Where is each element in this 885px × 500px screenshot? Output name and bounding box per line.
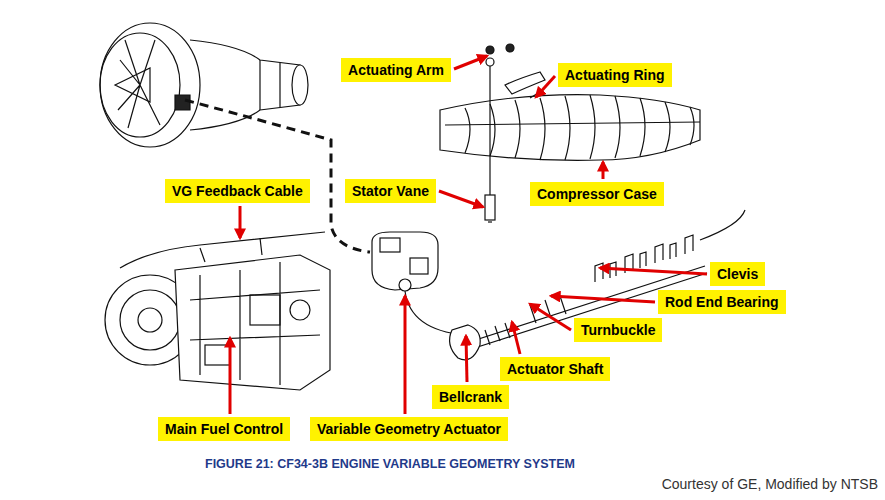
callout-label: Rod End Bearing — [665, 293, 779, 311]
callout-label: Bellcrank — [439, 388, 502, 406]
leader-arrow — [239, 206, 242, 238]
engine-drawing — [100, 23, 745, 390]
leader-arrow — [512, 322, 520, 354]
callout-label: Actuating Ring — [565, 66, 665, 84]
figure-caption: FIGURE 21: CF34-3B ENGINE VARIABLE GEOME… — [205, 457, 575, 471]
leader-arrow — [466, 336, 467, 382]
callout-label: Stator Vane — [352, 182, 429, 200]
callout-label: Clevis — [717, 265, 758, 283]
callout-label: Variable Geometry Actuator — [317, 420, 501, 438]
callout-label: Actuator Shaft — [507, 360, 603, 378]
callout-box: Clevis — [710, 262, 765, 286]
leader-lines — [230, 56, 707, 414]
callout-box: VG Feedback Cable — [165, 179, 310, 203]
leader-arrow — [454, 56, 487, 69]
leader-arrow — [551, 296, 655, 302]
leader-arrow — [602, 162, 605, 179]
callout-box: Compressor Case — [530, 182, 664, 206]
callout-box: Variable Geometry Actuator — [310, 417, 508, 441]
dashed-link — [185, 100, 370, 252]
callout-label: VG Feedback Cable — [172, 182, 303, 200]
callout-box: Stator Vane — [345, 179, 436, 203]
callout-box: Rod End Bearing — [658, 290, 786, 314]
callout-box: Turnbuckle — [574, 318, 662, 342]
callout-box: Main Fuel Control — [158, 417, 290, 441]
leader-arrow — [229, 338, 232, 414]
callout-box: Actuator Shaft — [500, 357, 610, 381]
callout-label: Main Fuel Control — [165, 420, 283, 438]
leader-arrow — [404, 296, 407, 414]
leader-arrow — [439, 191, 483, 207]
credit-note: Courtesy of GE, Modified by NTSB — [662, 476, 878, 492]
leader-arrow — [536, 76, 555, 97]
callout-label: Compressor Case — [537, 185, 657, 203]
callout-label: Actuating Arm — [348, 61, 444, 79]
callout-box: Actuating Ring — [558, 63, 672, 87]
leader-arrow — [600, 268, 707, 274]
callout-box: Bellcrank — [432, 385, 509, 409]
callout-box: Actuating Arm — [341, 58, 451, 82]
leader-arrow — [530, 304, 571, 330]
callout-label: Turnbuckle — [581, 321, 655, 339]
